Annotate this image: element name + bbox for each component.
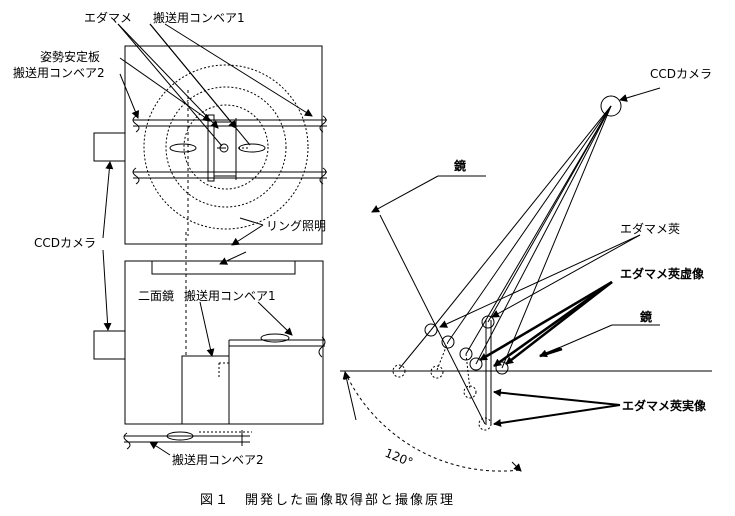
label-conveyor2-top: 搬送用コンベア2 xyxy=(13,65,105,80)
angle-arc xyxy=(344,371,521,472)
ring-light-inner xyxy=(165,86,287,208)
label-pod-real: エダマメ莢実像 xyxy=(622,398,707,413)
label-stabilizer: 姿勢安定板 xyxy=(40,49,100,64)
top-view-frame xyxy=(124,45,323,245)
camera-body-top xyxy=(93,132,126,162)
label-pod-virtual: エダマメ莢虚像 xyxy=(620,266,705,281)
stabilizer-plate xyxy=(207,114,215,182)
figure-caption: 図１ 開発した画像取得部と撮像原理 xyxy=(200,492,455,508)
label-twin-mirror: 二面鏡 xyxy=(138,288,174,303)
twin-mirror-block xyxy=(181,355,230,425)
label-conveyor2-bottom: 搬送用コンベア2 xyxy=(172,452,264,467)
mirror-surface xyxy=(379,214,486,425)
label-conveyor1-bottom: 搬送用コンベア1 xyxy=(184,288,276,303)
pod-real-1 xyxy=(424,323,438,337)
ring-light-outer xyxy=(143,64,309,230)
label-mirror-lower: 鏡 xyxy=(639,309,652,324)
label-ccd-camera-right: CCDカメラ xyxy=(650,67,712,81)
camera-body-side xyxy=(93,330,126,360)
label-angle: 120° xyxy=(383,446,415,470)
label-edamame: エダマメ xyxy=(84,10,132,25)
label-mirror-upper: 鏡 xyxy=(453,158,466,173)
label-ccd-camera-left: CCDカメラ xyxy=(34,236,96,250)
top-view xyxy=(93,23,327,246)
pod-left xyxy=(169,143,197,153)
labels: エダマメ 搬送用コンベア1 姿勢安定板 搬送用コンベア2 CCDカメラ リング照… xyxy=(13,10,712,508)
label-pod: エダマメ莢 xyxy=(620,221,680,236)
ccd-camera-circle xyxy=(600,95,622,117)
ring-light-side xyxy=(151,260,296,275)
side-view-frame xyxy=(124,260,324,425)
side-view xyxy=(93,161,326,456)
label-ring-light: リング照明 xyxy=(266,219,326,233)
label-conveyor1-top: 搬送用コンベア1 xyxy=(153,10,245,25)
principle xyxy=(340,87,712,472)
